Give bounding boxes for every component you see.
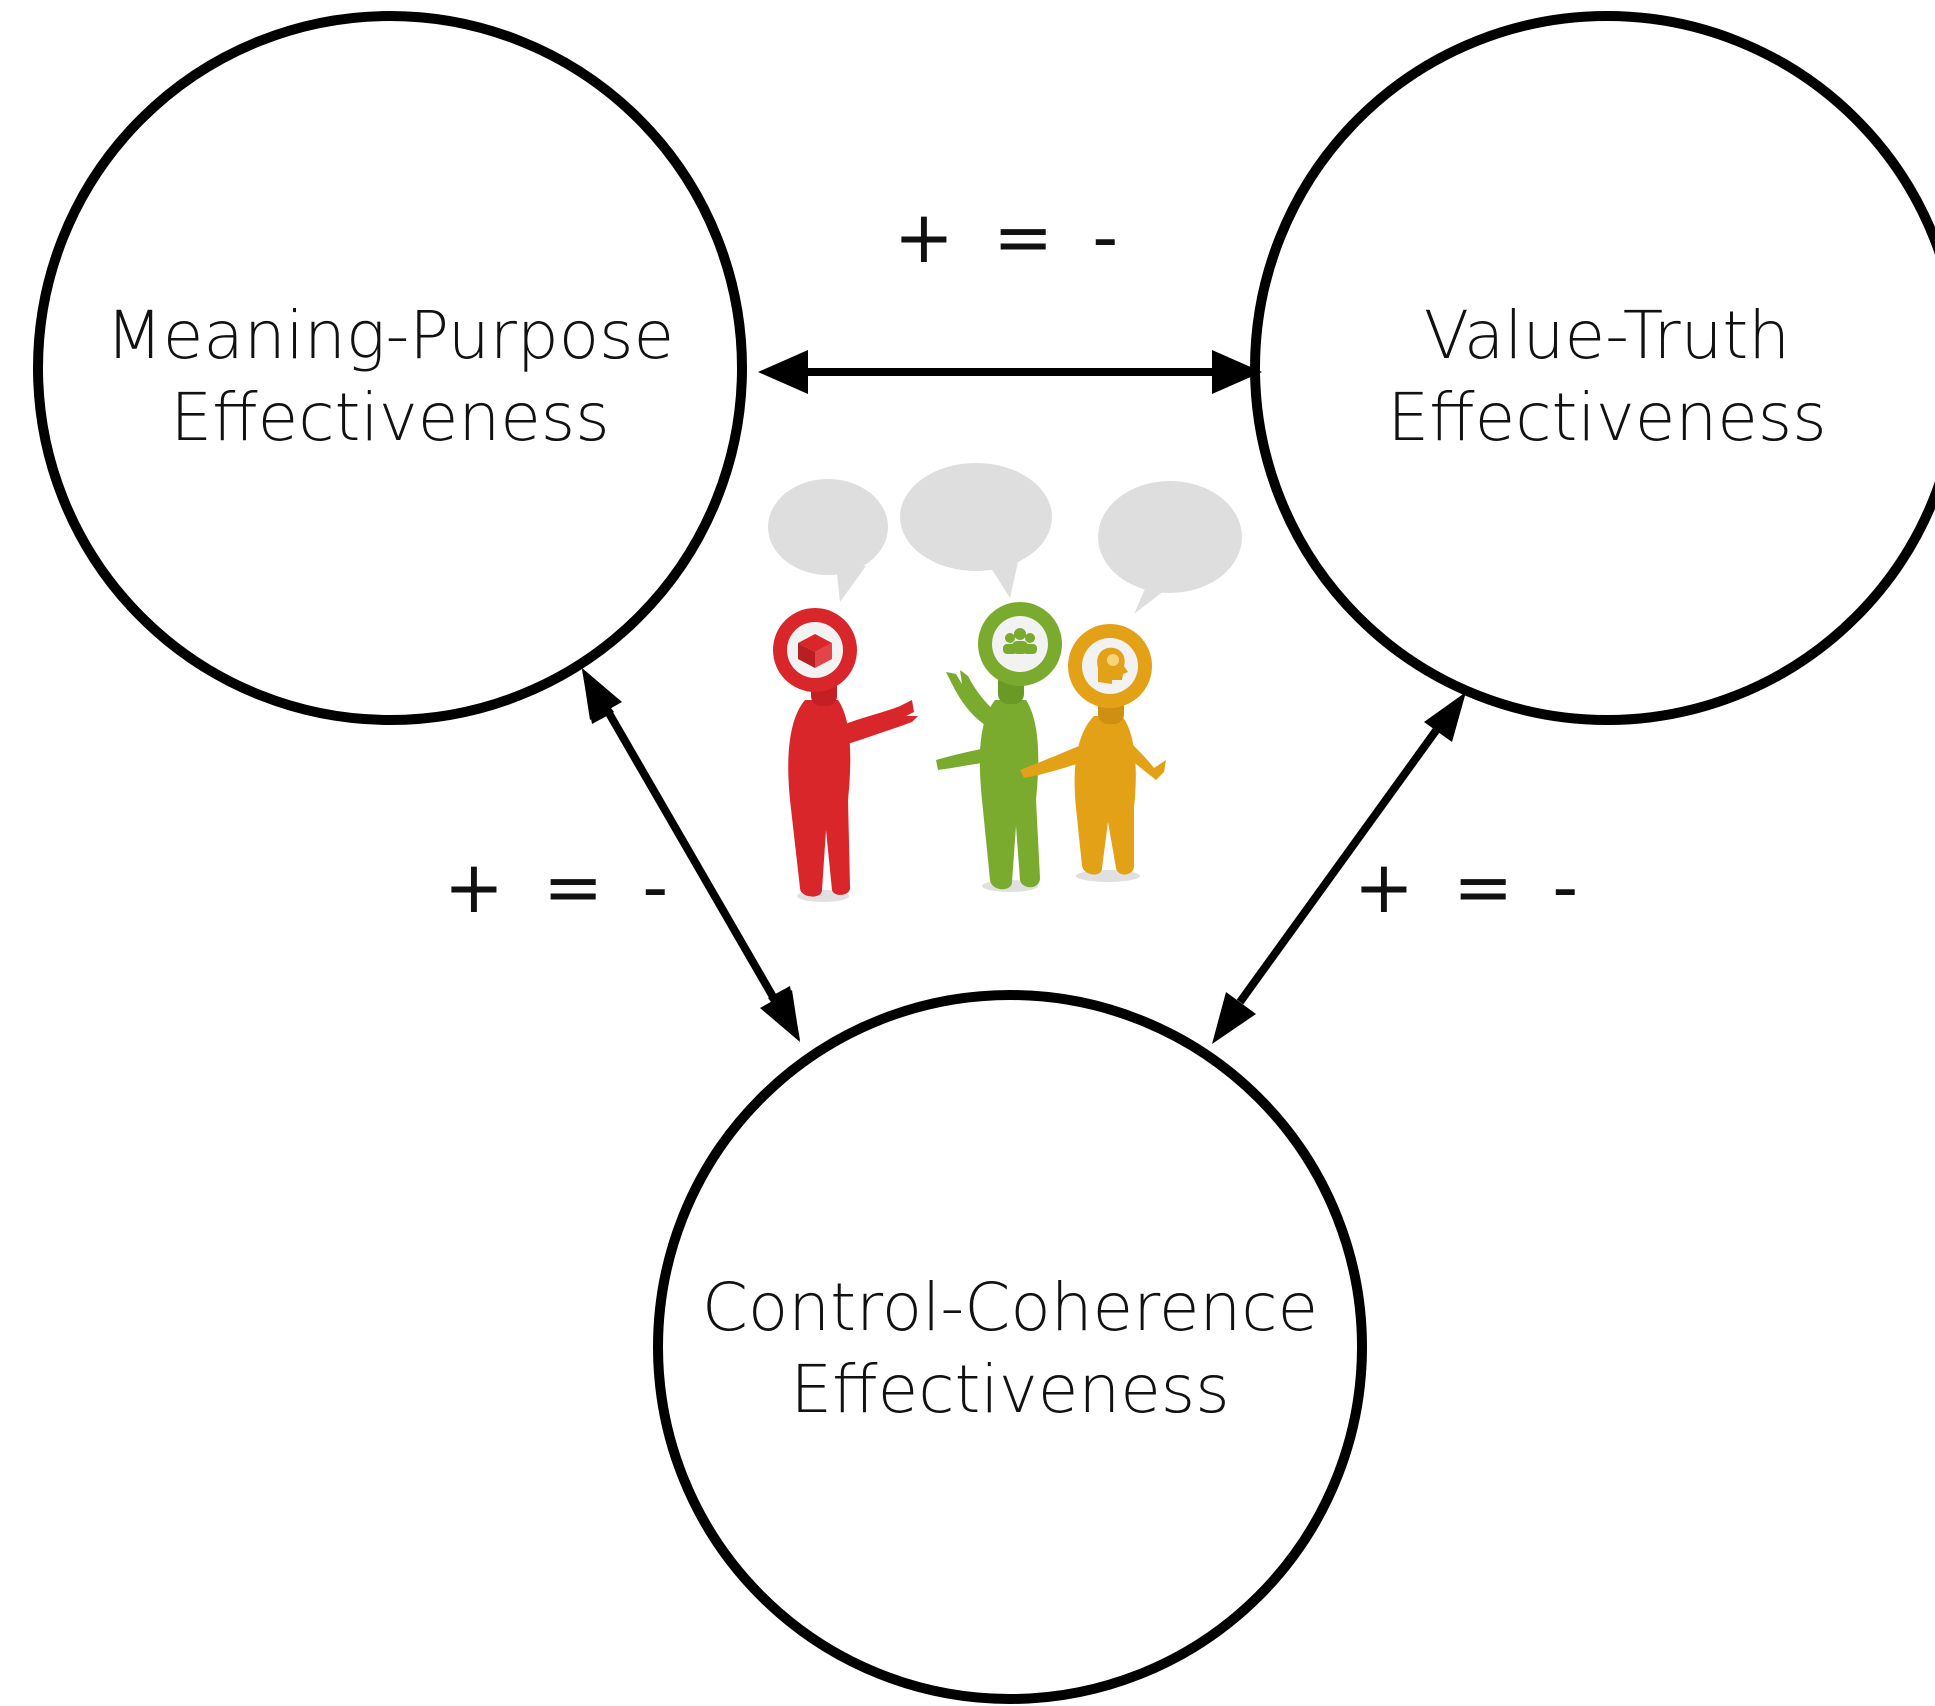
left-relation-label: + = - bbox=[444, 845, 676, 929]
green-figure bbox=[936, 602, 1062, 892]
red-figure bbox=[773, 608, 918, 902]
right-double-arrow bbox=[1236, 722, 1444, 1005]
value-truth-circle bbox=[1250, 11, 1935, 725]
control-coherence-label-line1: Control-Coherence bbox=[702, 1269, 1318, 1346]
speech-bubble-middle bbox=[900, 463, 1052, 598]
people-icon bbox=[1003, 628, 1037, 654]
cube-icon bbox=[798, 634, 832, 668]
meaning-purpose-circle bbox=[33, 11, 747, 725]
speech-bubble-left bbox=[768, 479, 888, 602]
orange-figure bbox=[1020, 624, 1166, 882]
head-brain-icon bbox=[1097, 647, 1128, 684]
left-arrow-head-bottom bbox=[760, 990, 800, 1042]
left-arrow-head-top bbox=[582, 668, 622, 720]
top-double-arrow bbox=[758, 350, 1262, 394]
top-relation-label: + = - bbox=[894, 195, 1126, 279]
right-arrow-head-top bbox=[1424, 692, 1466, 742]
meaning-purpose-label-line2: Effectiveness bbox=[170, 379, 609, 456]
speech-bubble-right bbox=[1098, 481, 1242, 614]
control-coherence-label-line2: Effectiveness bbox=[790, 1351, 1229, 1428]
discussion-illustration bbox=[768, 463, 1242, 902]
right-relation-label: + = - bbox=[1354, 845, 1586, 929]
right-arrow-head-bottom bbox=[1212, 992, 1256, 1044]
value-truth-label-line1: Value-Truth bbox=[1424, 297, 1790, 374]
meaning-purpose-label-line1: Meaning-Purpose bbox=[106, 297, 674, 374]
value-truth-label-line2: Effectiveness bbox=[1387, 379, 1826, 456]
control-coherence-circle bbox=[653, 990, 1367, 1704]
